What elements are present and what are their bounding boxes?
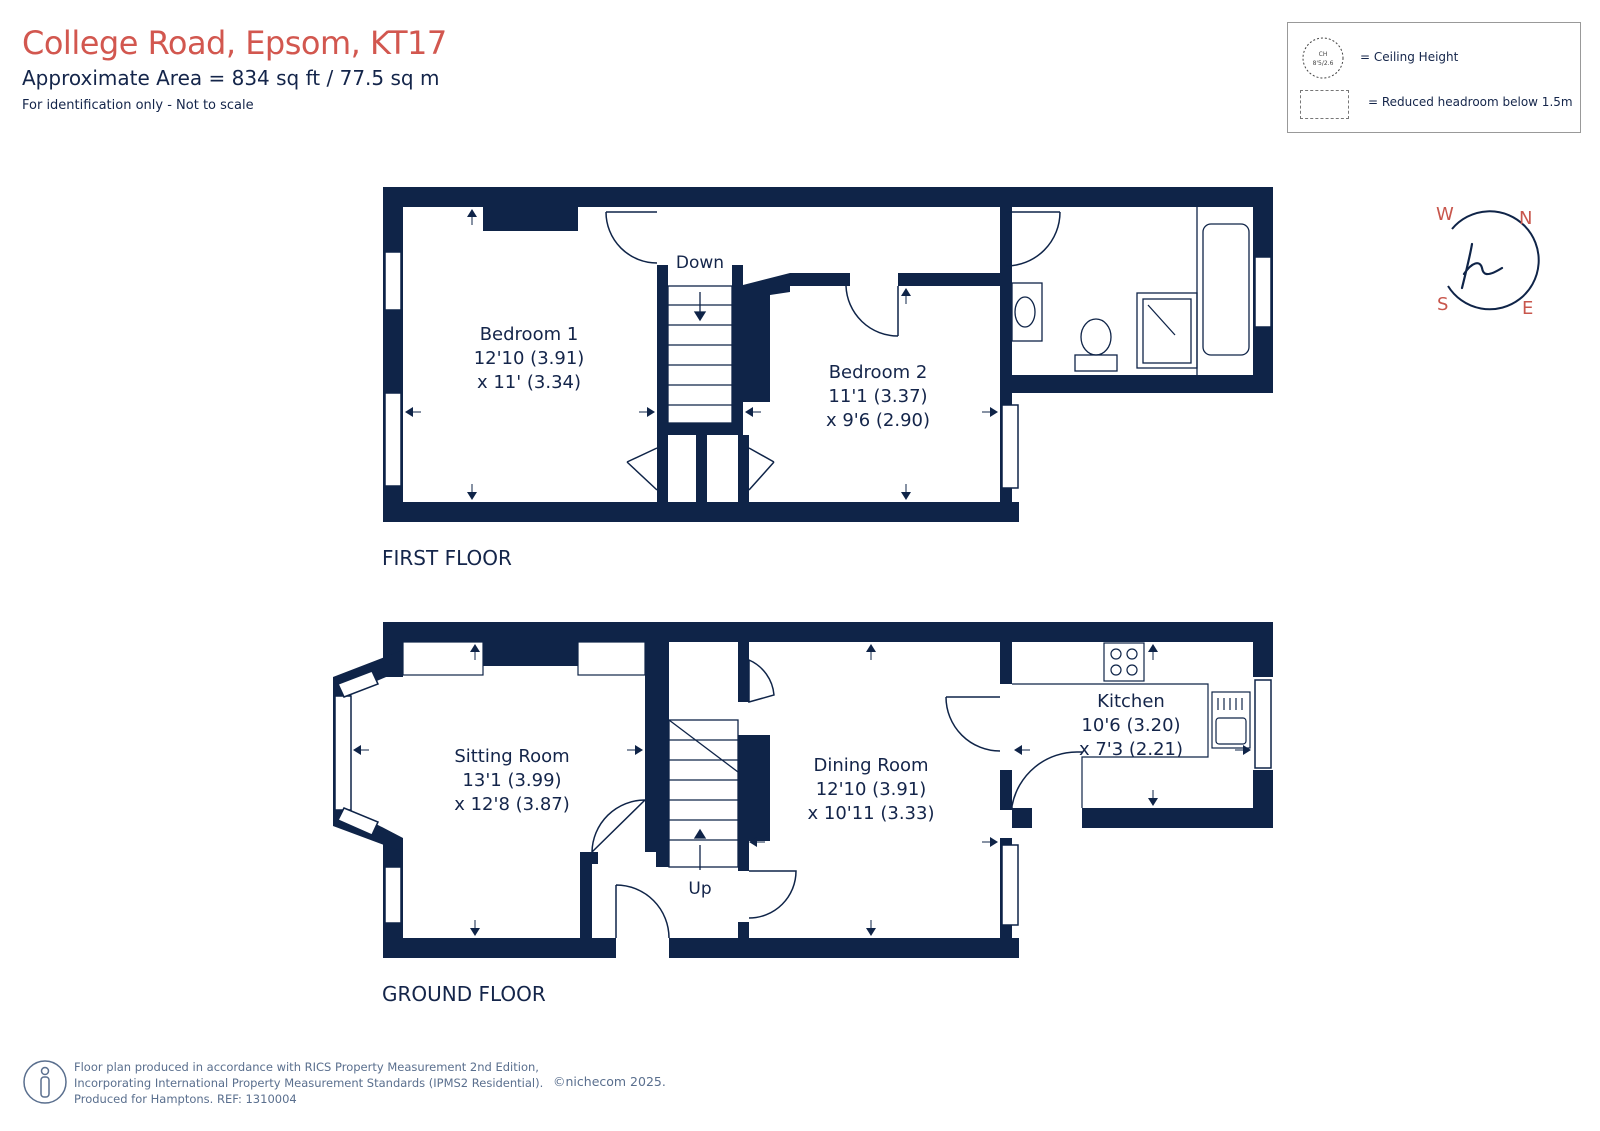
dining-room-name: Dining Room — [813, 755, 928, 776]
ceiling-icon-text-2: 8'5/2.6 — [1313, 60, 1334, 67]
compass-n: N — [1519, 208, 1532, 229]
ground-floor-stairs — [668, 719, 739, 870]
sitting-room-dim1: 13'1 (3.99) — [462, 770, 561, 791]
bedroom-2-dim1: 11'1 (3.37) — [828, 386, 927, 407]
footer-line-1: Floor plan produced in accordance with R… — [74, 1060, 539, 1074]
identification-note: For identification only - Not to scale — [22, 98, 254, 113]
ceiling-icon-text-1: CH — [1319, 51, 1328, 58]
compass-e: E — [1522, 298, 1533, 319]
info-person-icon — [23, 1060, 67, 1104]
legend-box: CH 8'5/2.6 = Ceiling Height = Reduced he… — [1287, 22, 1581, 133]
ground-floor-windows — [334, 670, 1272, 926]
ground-floor-arrow-stems — [359, 650, 1245, 930]
bathroom-fixtures — [1011, 207, 1250, 375]
footer-line-3: Produced for Hamptons. REF: 1310004 — [74, 1092, 297, 1106]
logo-h-mark — [1460, 242, 1504, 290]
bedroom-2-name: Bedroom 2 — [829, 362, 928, 383]
ground-floor-stairs-label: Up — [688, 879, 711, 899]
first-floor-doors — [605, 211, 1061, 491]
compass-ring — [1447, 210, 1540, 311]
footer-notes: Floor plan produced in accordance with R… — [74, 1059, 543, 1107]
dining-room-dim2: x 10'11 (3.33) — [808, 803, 935, 824]
footer-line-2: Incorporating International Property Mea… — [74, 1076, 544, 1090]
kitchen-name: Kitchen — [1097, 691, 1165, 712]
sitting-room-name: Sitting Room — [454, 746, 569, 767]
first-floor-dimension-arrows — [405, 209, 998, 500]
first-floor-stairs-label: Down — [676, 253, 724, 273]
kitchen-fittings — [1012, 642, 1251, 808]
bedroom-1-name: Bedroom 1 — [480, 324, 579, 345]
kitchen-dim2: x 7'3 (2.21) — [1079, 739, 1183, 760]
sitting-room-dim2: x 12'8 (3.87) — [454, 794, 570, 815]
reduced-headroom-swatch — [1300, 90, 1349, 119]
compass-s: S — [1437, 294, 1448, 315]
ground-floor-dimension-arrows — [353, 644, 1251, 936]
reduced-headroom-label: = Reduced headroom below 1.5m — [1368, 95, 1573, 109]
ceiling-height-label: = Ceiling Height — [1360, 50, 1459, 64]
ground-floor-doors — [591, 658, 1082, 939]
footer-brand: ©nichecom 2025. — [553, 1074, 666, 1089]
compass-w: W — [1436, 204, 1454, 225]
first-floor-windows — [384, 251, 1272, 489]
approximate-area: Approximate Area = 834 sq ft / 77.5 sq m — [22, 66, 440, 90]
kitchen-dim1: 10'6 (3.20) — [1081, 715, 1180, 736]
bedroom-1-dim2: x 11' (3.34) — [477, 372, 581, 393]
sitting-room-alcoves — [402, 641, 646, 676]
ground-floor-label: GROUND FLOOR — [382, 982, 546, 1006]
bedroom-2-dim2: x 9'6 (2.90) — [826, 410, 930, 431]
first-floor-arrow-stems — [411, 215, 992, 494]
plan-title: College Road, Epsom, KT17 — [22, 24, 447, 62]
first-floor-label: FIRST FLOOR — [382, 546, 512, 570]
first-floor-room-labels: Bedroom 1 12'10 (3.91) x 11' (3.34) Bedr… — [474, 324, 930, 431]
first-floor-stairs — [667, 285, 733, 424]
ceiling-height-icon: CH 8'5/2.6 — [1302, 37, 1344, 79]
dining-room-dim1: 12'10 (3.91) — [816, 779, 927, 800]
ground-floor-room-labels: Sitting Room 13'1 (3.99) x 12'8 (3.87) D… — [454, 691, 1183, 824]
bedroom-1-dim1: 12'10 (3.91) — [474, 348, 585, 369]
compass-icon: W N S E — [1436, 204, 1540, 319]
